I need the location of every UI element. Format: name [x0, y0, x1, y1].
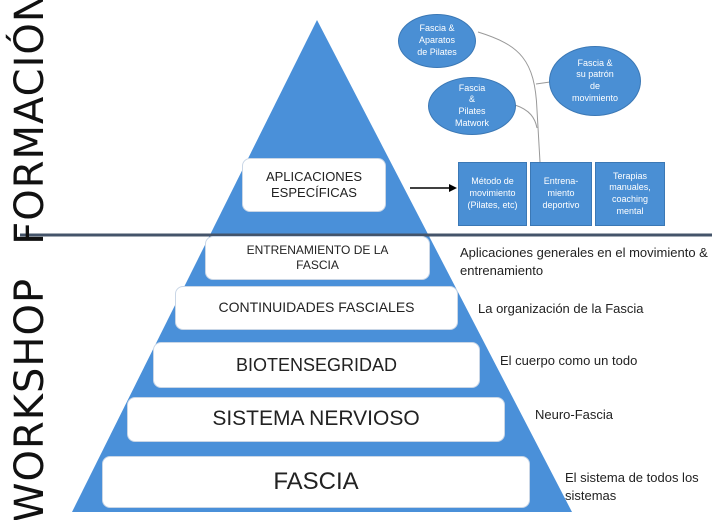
tier-sistema-nervioso: SISTEMA NERVIOSO	[127, 397, 505, 442]
application-box-metodo: Método de movimiento (Pilates, etc)	[458, 162, 527, 226]
connector-line	[535, 81, 551, 85]
section-label-workshop: WORKSHOP	[7, 277, 53, 520]
note-continuidades: La organización de la Fascia	[478, 301, 644, 316]
section-label-formacion: FORMACIÓN	[7, 0, 53, 245]
tier-aplicaciones-especificas: APLICACIONES ESPECÍFICAS	[242, 158, 386, 212]
note-biotensegridad: El cuerpo como un todo	[500, 353, 638, 368]
tier-fascia: FASCIA	[102, 456, 530, 508]
connector-line	[514, 104, 538, 129]
arrow-head-icon	[449, 184, 457, 192]
tier-continuidades: CONTINUIDADES FASCIALES	[175, 286, 458, 330]
note-sistema-nervioso: Neuro-Fascia	[535, 407, 614, 422]
application-box-terapias: Terapias manuales, coaching mental	[595, 162, 665, 226]
note-fascia: El sistema de todos los sistemas	[565, 470, 699, 503]
bubble-matwork: Fascia & Pilates Matwork	[428, 77, 516, 135]
tier-entrenamiento: ENTRENAMIENTO DE LA FASCIA	[205, 236, 430, 280]
note-entrenamiento: Aplicaciones generales en el movimiento …	[460, 245, 708, 278]
connector-line	[477, 31, 541, 163]
bubble-aparatos: Fascia & Aparatos de Pilates	[398, 14, 476, 68]
bubble-patron: Fascia & su patrón de movimiento	[549, 46, 641, 116]
application-box-entrenamiento: Entrena-miento deportivo	[530, 162, 592, 226]
tier-biotensegridad: BIOTENSEGRIDAD	[153, 342, 480, 388]
